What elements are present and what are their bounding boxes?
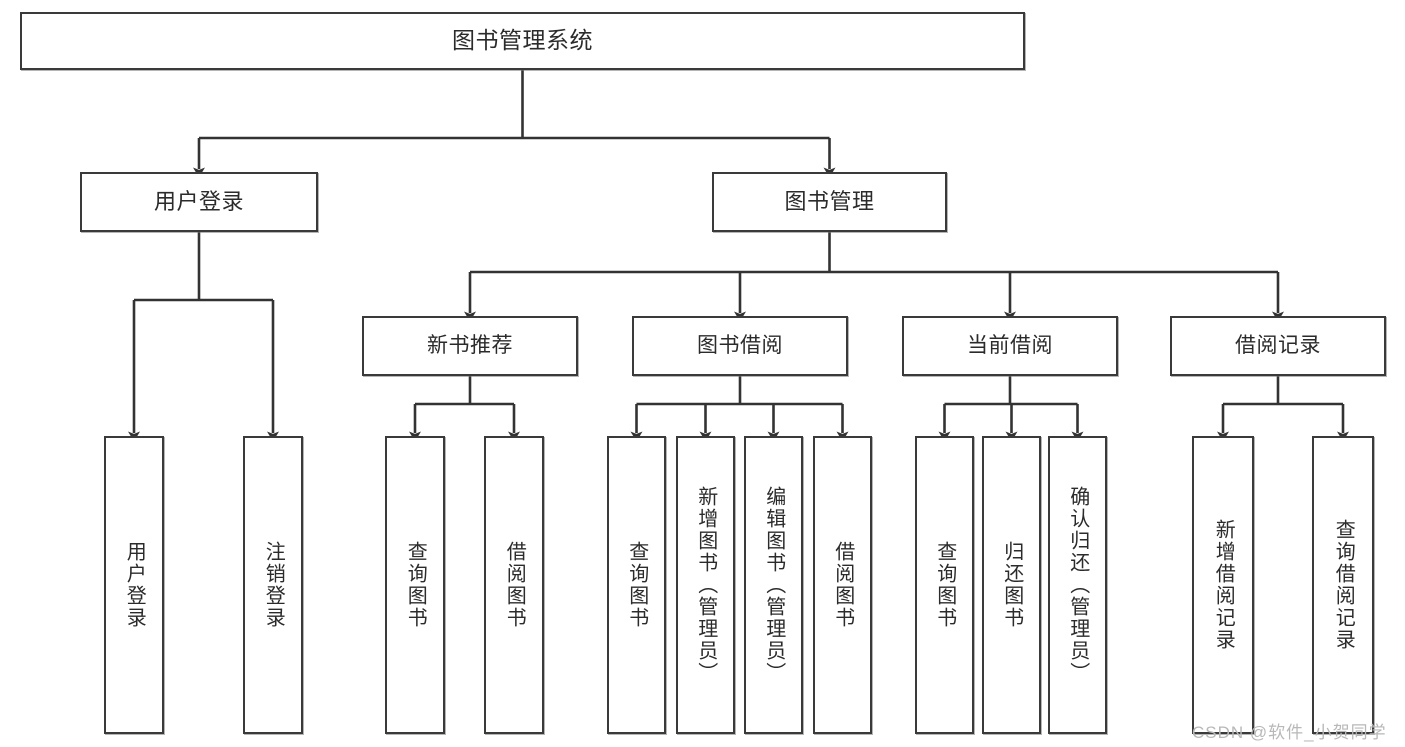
node-label-login: 用户登录 — [153, 188, 244, 214]
node-label-leaf-bw-borrow: 借阅图书 — [831, 541, 854, 629]
node-label-leaf-cur-confirm: 确认归还（管理员） — [1066, 486, 1089, 684]
node-newbook[interactable]: 新书推荐 — [362, 316, 578, 376]
node-leaf-bw-borrow[interactable]: 借阅图书 — [813, 436, 872, 734]
node-leaf-nb-query[interactable]: 查询图书 — [385, 436, 445, 734]
node-label-leaf-nb-query: 查询图书 — [404, 541, 427, 629]
node-leaf-rec-add[interactable]: 新增借阅记录 — [1192, 436, 1254, 734]
node-label-leaf-rec-add: 新增借阅记录 — [1212, 519, 1235, 651]
node-label-leaf-rec-query: 查询借阅记录 — [1332, 519, 1355, 651]
node-label-leaf-user-login: 用户登录 — [123, 541, 146, 629]
node-leaf-rec-query[interactable]: 查询借阅记录 — [1312, 436, 1374, 734]
node-leaf-user-login[interactable]: 用户登录 — [104, 436, 164, 734]
node-leaf-bw-query[interactable]: 查询图书 — [607, 436, 666, 734]
node-leaf-user-logout[interactable]: 注销登录 — [243, 436, 303, 734]
node-root[interactable]: 图书管理系统 — [20, 12, 1025, 70]
node-label-leaf-nb-borrow: 借阅图书 — [503, 541, 526, 629]
node-label-root: 图书管理系统 — [452, 27, 593, 54]
node-leaf-nb-borrow[interactable]: 借阅图书 — [484, 436, 544, 734]
node-leaf-cur-query[interactable]: 查询图书 — [915, 436, 974, 734]
node-label-leaf-bw-add: 新增图书（管理员） — [694, 486, 717, 684]
connector-paths — [128, 70, 1349, 442]
watermark-text: CSDN @软件_小贺同学 — [1192, 723, 1387, 742]
node-label-leaf-bw-query: 查询图书 — [625, 541, 648, 629]
node-label-leaf-cur-return: 归还图书 — [1000, 541, 1023, 629]
node-label-current: 当前借阅 — [967, 334, 1053, 358]
node-label-newbook: 新书推荐 — [427, 334, 513, 358]
node-leaf-bw-edit[interactable]: 编辑图书（管理员） — [744, 436, 803, 734]
node-label-leaf-bw-edit: 编辑图书（管理员） — [762, 486, 785, 684]
node-label-borrow: 图书借阅 — [697, 334, 783, 358]
node-record[interactable]: 借阅记录 — [1170, 316, 1386, 376]
node-current[interactable]: 当前借阅 — [902, 316, 1118, 376]
node-leaf-cur-confirm[interactable]: 确认归还（管理员） — [1048, 436, 1107, 734]
node-borrow[interactable]: 图书借阅 — [632, 316, 848, 376]
node-bookmgmt[interactable]: 图书管理 — [712, 172, 947, 232]
node-login[interactable]: 用户登录 — [80, 172, 318, 232]
node-label-leaf-cur-query: 查询图书 — [933, 541, 956, 629]
node-label-record: 借阅记录 — [1235, 334, 1321, 358]
node-leaf-cur-return[interactable]: 归还图书 — [982, 436, 1041, 734]
node-leaf-bw-add[interactable]: 新增图书（管理员） — [676, 436, 735, 734]
node-label-bookmgmt: 图书管理 — [784, 188, 875, 214]
node-label-leaf-user-logout: 注销登录 — [262, 541, 285, 629]
